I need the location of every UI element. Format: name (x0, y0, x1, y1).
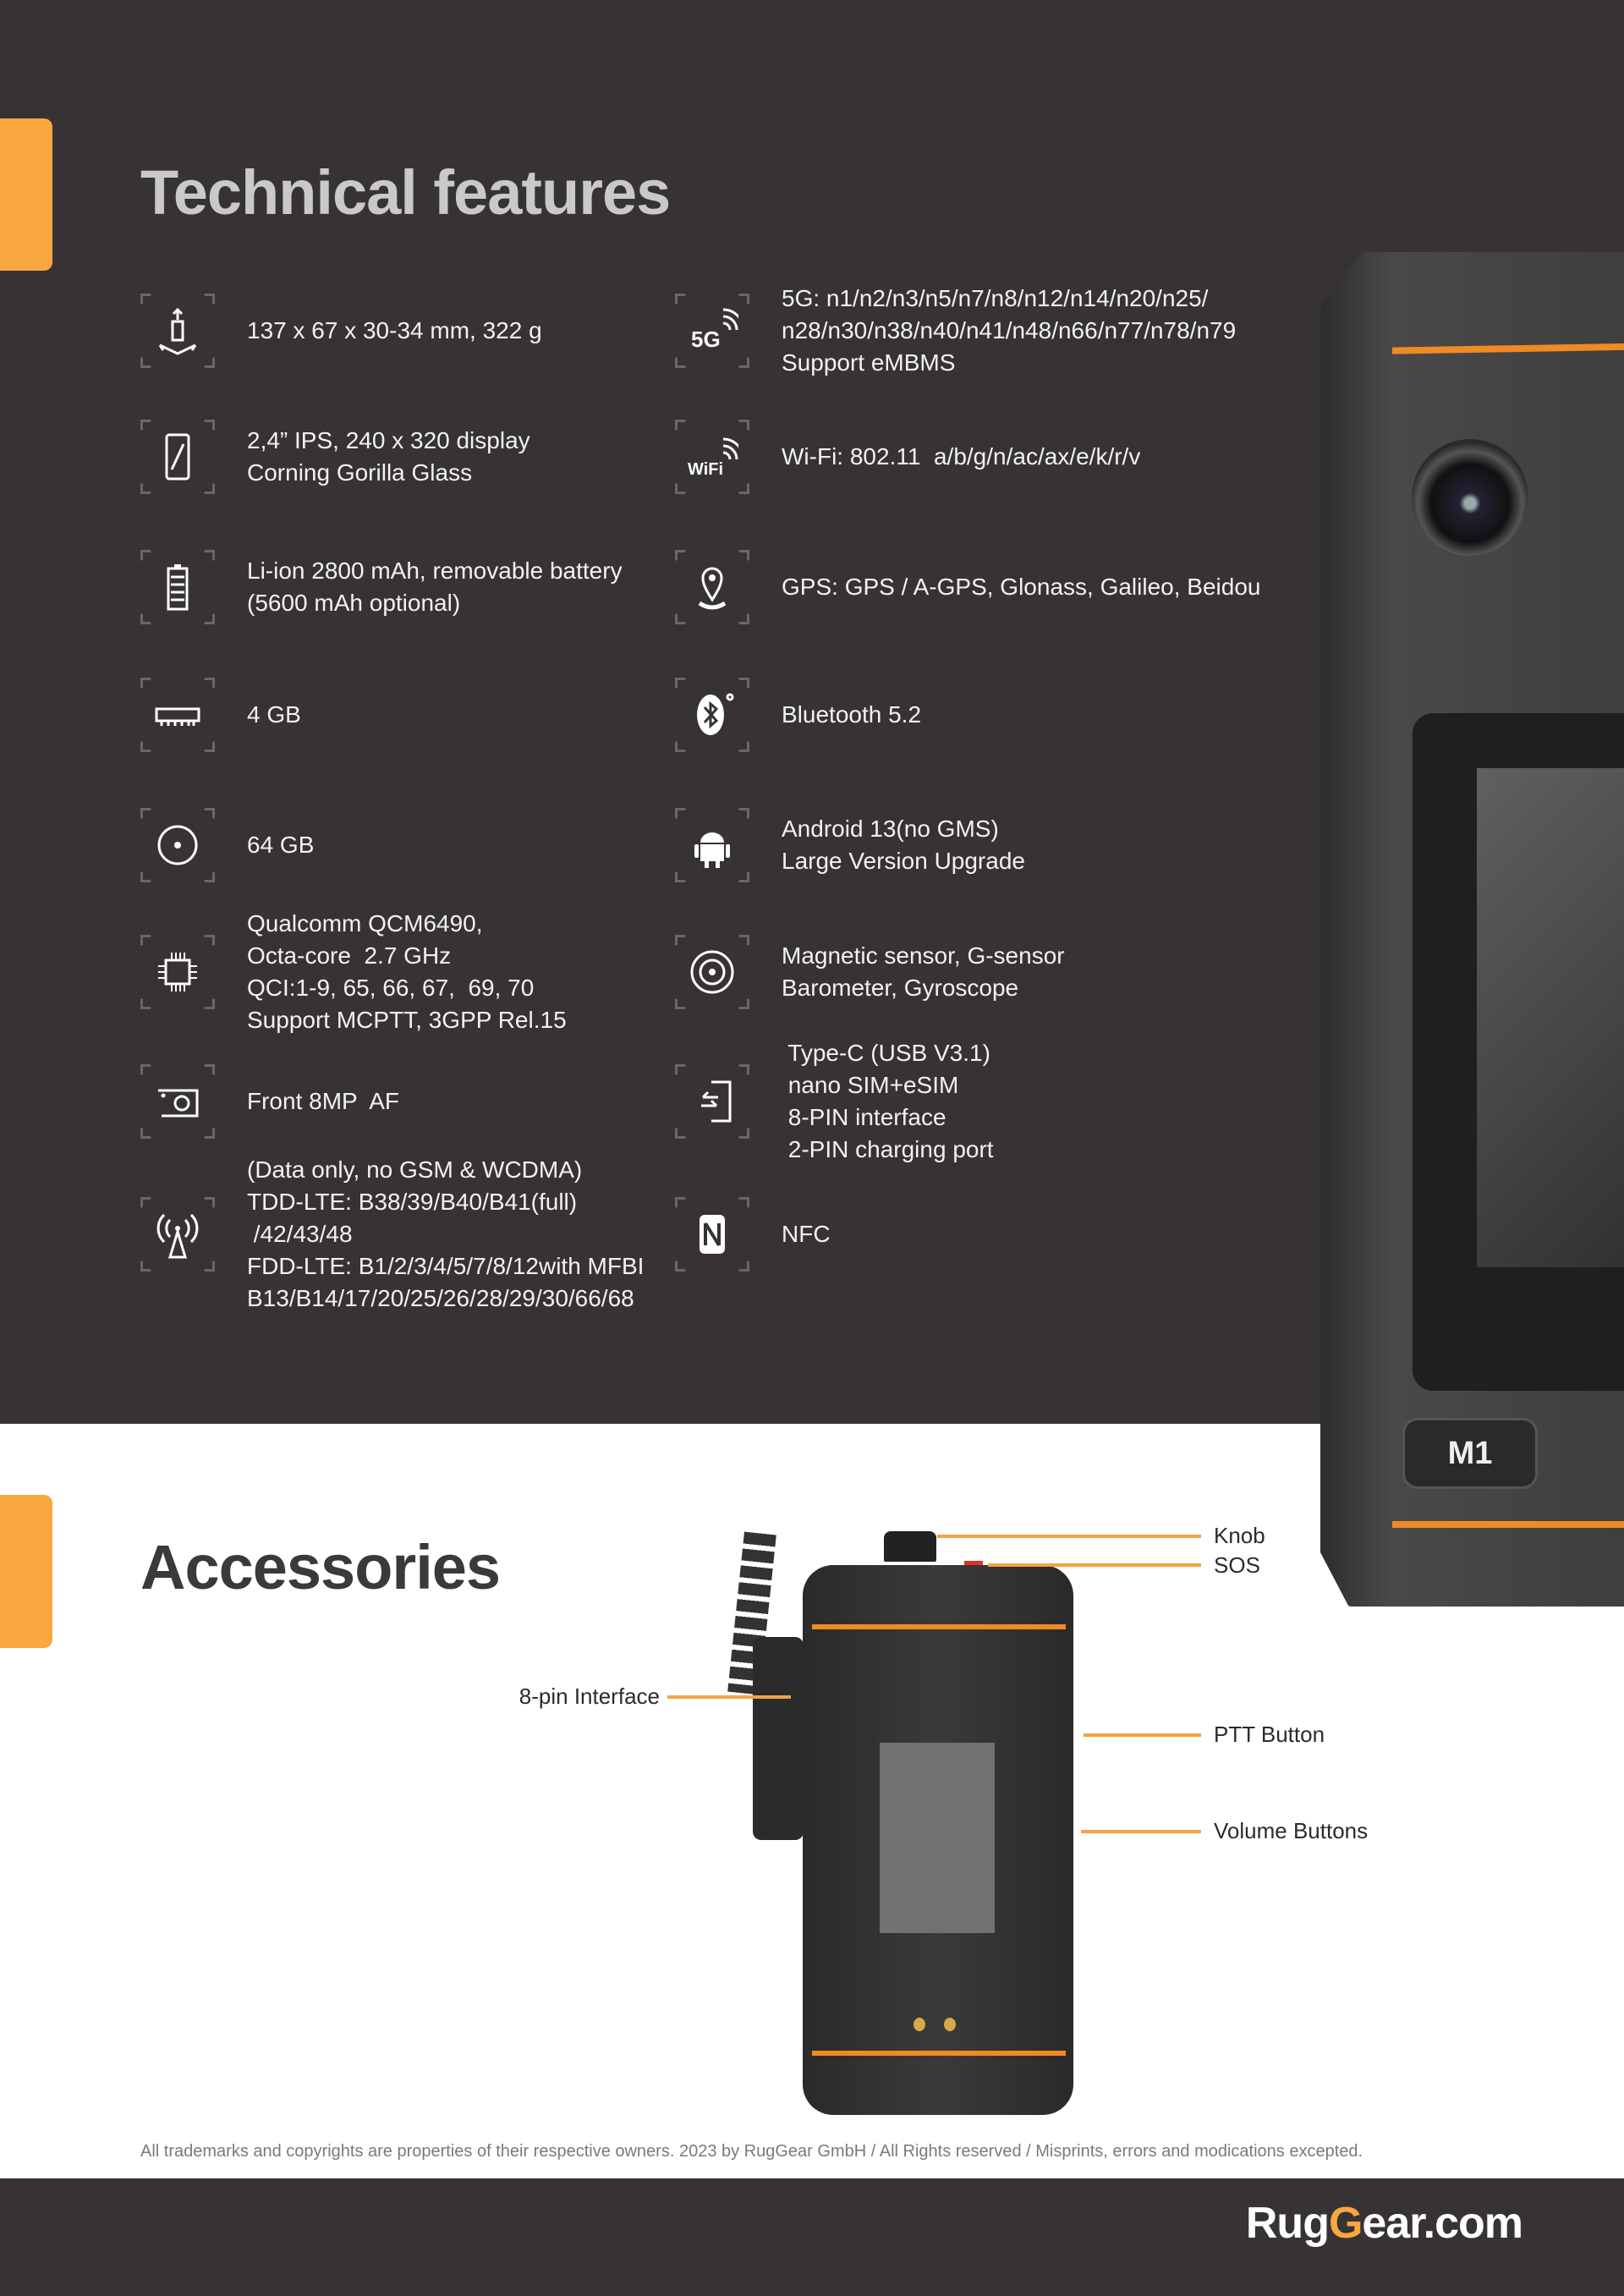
feature-item: 2,4” IPS, 240 x 320 display Corning Gori… (140, 393, 530, 520)
feature-text: Bluetooth 5.2 (782, 701, 922, 728)
feature-text: NFC (782, 1221, 831, 1247)
gps-pin-icon (675, 550, 749, 624)
svg-text:5G: 5G (691, 327, 721, 352)
feature-item: WiFi Wi-Fi: 802.11 a/b/g/n/ac/ax/e/k/r/v (675, 393, 1140, 520)
feature-item: (Data only, no GSM & WCDMA) TDD-LTE: B38… (140, 1156, 644, 1311)
sos-label: SOS (1214, 1552, 1260, 1578)
ports-icon (675, 1064, 749, 1139)
knob-label: Knob (1214, 1523, 1265, 1548)
feature-text: 2,4” IPS, 240 x 320 display Corning Gori… (247, 427, 530, 486)
feature-item: NFC (675, 1171, 831, 1298)
ptt-label: PTT Button (1214, 1722, 1325, 1747)
volume-label: Volume Buttons (1214, 1818, 1369, 1843)
ram-icon (140, 678, 215, 752)
svg-text:WiFi: WiFi (688, 460, 723, 479)
knob (884, 1531, 936, 1562)
ruggear-logo[interactable]: RugGear.com (1245, 2199, 1523, 2248)
feature-text: Li-ion 2800 mAh, removable battery (5600… (247, 558, 623, 616)
feature-text: Qualcomm QCM6490, Octa-core 2.7 GHz QCI:… (247, 910, 567, 1033)
nfc-icon (675, 1197, 749, 1272)
feature-item: Type-C (USB V3.1) nano SIM+eSIM 8-PIN in… (675, 1038, 994, 1165)
5g-icon: 5G (675, 294, 749, 368)
feature-text: Front 8MP AF (247, 1088, 399, 1114)
legal-text: All trademarks and copyrights are proper… (140, 2142, 1363, 2161)
feature-text: Type-C (USB V3.1) nano SIM+eSIM 8-PIN in… (787, 1040, 994, 1162)
weight-dimensions-icon (140, 294, 215, 368)
feature-item: Magnetic sensor, G-sensor Barometer, Gyr… (675, 909, 1065, 1035)
phone-front-image: M1 (1320, 252, 1624, 1607)
feature-text: GPS: GPS / A-GPS, Glonass, Galileo, Beid… (782, 574, 1261, 600)
feature-item: GPS: GPS / A-GPS, Glonass, Galileo, Beid… (675, 524, 1260, 651)
feature-text: 64 GB (247, 832, 315, 858)
sensor-icon (675, 935, 749, 1009)
camera-lens (1412, 439, 1528, 556)
camera-icon (140, 1064, 215, 1139)
feature-item: Android 13(no GMS) Large Version Upgrade (675, 782, 1025, 909)
storage-icon (140, 808, 215, 882)
wifi-icon: WiFi (675, 420, 749, 494)
feature-item: 5G 5G: n1/n2/n3/n5/n7/n8/n12/n14/n20/n25/… (675, 267, 1236, 394)
feature-item: 4 GB (140, 651, 301, 778)
accessories-title: Accessories (140, 1532, 501, 1602)
feature-item: Front 8MP AF (140, 1038, 399, 1165)
m1-button: M1 (1402, 1418, 1538, 1489)
feature-text: 5G: n1/n2/n3/n5/n7/n8/n12/n14/n20/n25/ n… (782, 285, 1237, 376)
feature-text: 137 x 67 x 30-34 mm, 322 g (247, 317, 542, 343)
feature-item: 64 GB (140, 782, 314, 909)
knob-callout-line (937, 1535, 1201, 1538)
feature-item: Li-ion 2800 mAh, removable battery (5600… (140, 524, 623, 651)
feature-item: Bluetooth 5.2 (675, 651, 921, 778)
accent-tab (0, 1495, 52, 1648)
accent-tab (0, 118, 52, 271)
phone-screen (1477, 768, 1624, 1267)
ptt-callout-line (1084, 1733, 1201, 1737)
bluetooth-icon (675, 678, 749, 752)
android-icon (675, 808, 749, 882)
feature-text: Android 13(no GMS) Large Version Upgrade (782, 816, 1025, 874)
feature-text: (Data only, no GSM & WCDMA) TDD-LTE: B38… (247, 1156, 645, 1311)
volume-callout-line (1081, 1830, 1201, 1833)
feature-item: Qualcomm QCM6490, Octa-core 2.7 GHz QCI:… (140, 909, 567, 1035)
pin-callout-line (667, 1695, 791, 1699)
feature-item: 137 x 67 x 30-34 mm, 322 g (140, 267, 542, 394)
pin-label: 8-pin Interface (518, 1684, 660, 1709)
feature-text: Magnetic sensor, G-sensor Barometer, Gyr… (782, 942, 1065, 1001)
feature-text: 4 GB (247, 701, 301, 728)
antenna-icon (140, 1197, 215, 1272)
sos-callout-line (988, 1563, 1201, 1567)
cpu-icon (140, 935, 215, 1009)
technical-title: Technical features (140, 157, 671, 228)
battery-icon (140, 550, 215, 624)
footer-bar (0, 2178, 1624, 2296)
display-icon (140, 420, 215, 494)
feature-text: Wi-Fi: 802.11 a/b/g/n/ac/ax/e/k/r/v (782, 443, 1141, 470)
